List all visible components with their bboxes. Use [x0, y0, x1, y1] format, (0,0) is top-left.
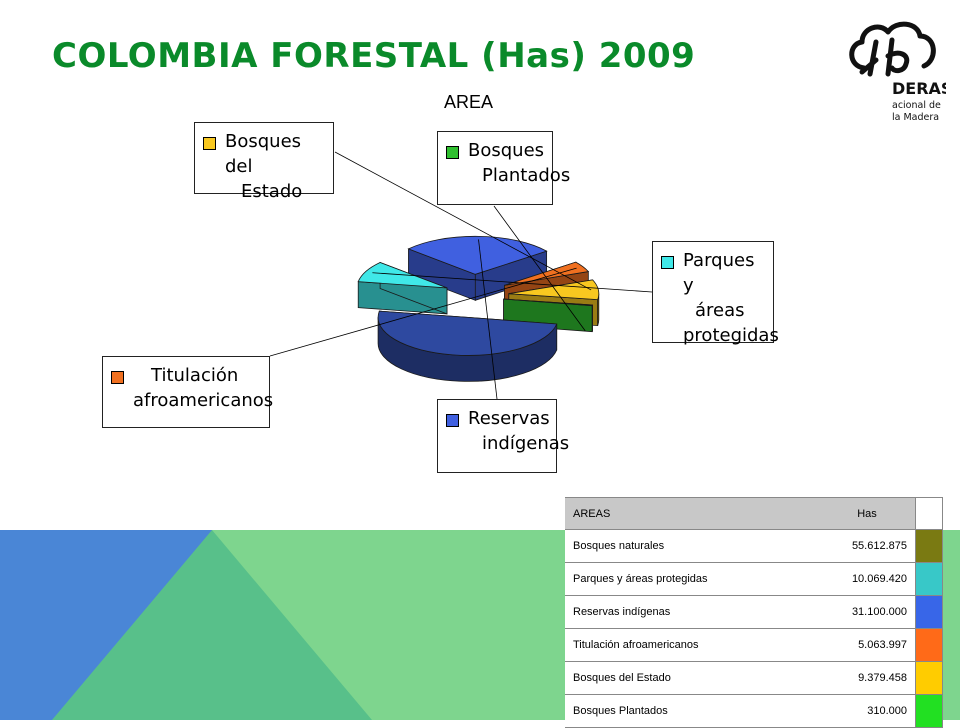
table-cell-color-swatch — [915, 562, 943, 596]
table-cell-area-value: 5.063.997 — [819, 628, 916, 662]
legend-text-reservas-1: Reservas — [468, 408, 550, 429]
leader-line-reservas — [478, 239, 498, 400]
legend-text-parques-1: Parques y — [683, 250, 755, 296]
legend-text-estado-1: Bosques del — [225, 131, 302, 177]
leader-line-titulacion — [269, 267, 577, 357]
legend-text-plantados-1: Bosques — [468, 140, 545, 161]
legend-swatch-plantados — [446, 146, 459, 159]
legend-swatch-titulacion — [111, 371, 124, 384]
table-header-swatch — [915, 497, 943, 530]
legend-text-titulacion-2: afroamericanos — [133, 390, 274, 411]
legend-text-estado-2: Estado — [241, 181, 303, 202]
table-cell-area-value: 55.612.875 — [819, 529, 916, 563]
logo-name: DERAS — [892, 79, 946, 98]
table-cell-area-name: Reservas indígenas — [565, 595, 819, 629]
legend-text-reservas-2: indígenas — [482, 433, 570, 454]
table-cell-area-name: Titulación afroamericanos — [565, 628, 819, 662]
legend-parques-areas-protegidas: Parques y áreas protegidas — [652, 241, 779, 346]
table-cell-area-name: Parques y áreas protegidas — [565, 562, 819, 596]
table-cell-area-value: 10.069.420 — [819, 562, 916, 596]
legend-text-parques-2: áreas — [695, 300, 745, 321]
legend-titulacion-afroamericanos: Titulación afroamericanos — [102, 356, 274, 428]
chart-title: AREA — [444, 92, 494, 112]
logo-tagline-2: la Madera — [892, 112, 939, 123]
legend-text-titulacion-1: Titulación — [151, 365, 239, 386]
deras-logo: DERAS acional de la Madera — [849, 21, 946, 123]
slide-title: COLOMBIA FORESTAL (Has) 2009 — [52, 36, 696, 76]
table-header-has: Has — [819, 497, 916, 530]
tree-logo-icon — [849, 21, 936, 77]
table-header-row: AREAS Has — [565, 497, 943, 530]
bg-blue-shape — [0, 530, 212, 720]
table-cell-area-value: 310.000 — [819, 694, 916, 728]
legend-bosques-del-estado: Bosques del Estado — [194, 122, 334, 202]
table-cell-color-swatch — [915, 529, 943, 563]
pie-slice-2 — [407, 235, 548, 301]
legend-text-plantados-2: Plantados — [482, 165, 571, 186]
table-cell-area-name: Bosques del Estado — [565, 661, 819, 695]
logo-tagline-1: acional de — [892, 100, 941, 111]
legend-bosques-plantados: Bosques Plantados — [437, 131, 571, 205]
table-cell-color-swatch — [915, 595, 943, 629]
legend-swatch-reservas — [446, 414, 459, 427]
table-cell-area-value: 9.379.458 — [819, 661, 916, 695]
table-cell-area-name: Bosques Plantados — [565, 694, 819, 728]
legend-text-parques-3: protegidas — [683, 325, 779, 346]
legend-reservas-indigenas: Reservas indígenas — [437, 399, 570, 473]
table-cell-color-swatch — [915, 661, 943, 695]
table-header-areas: AREAS — [565, 497, 819, 530]
legend-swatch-parques — [661, 256, 674, 269]
leader-line-estado — [334, 151, 592, 291]
table-cell-color-swatch — [915, 694, 943, 728]
pie-slice-0 — [377, 310, 558, 382]
leader-line-plantados — [493, 205, 586, 332]
leader-line-parques — [372, 272, 653, 293]
legend-swatch-estado — [203, 137, 216, 150]
table-cell-area-name: Bosques naturales — [565, 529, 819, 563]
pie-chart — [269, 151, 653, 400]
table-cell-color-swatch — [915, 628, 943, 662]
table-cell-area-value: 31.100.000 — [819, 595, 916, 629]
